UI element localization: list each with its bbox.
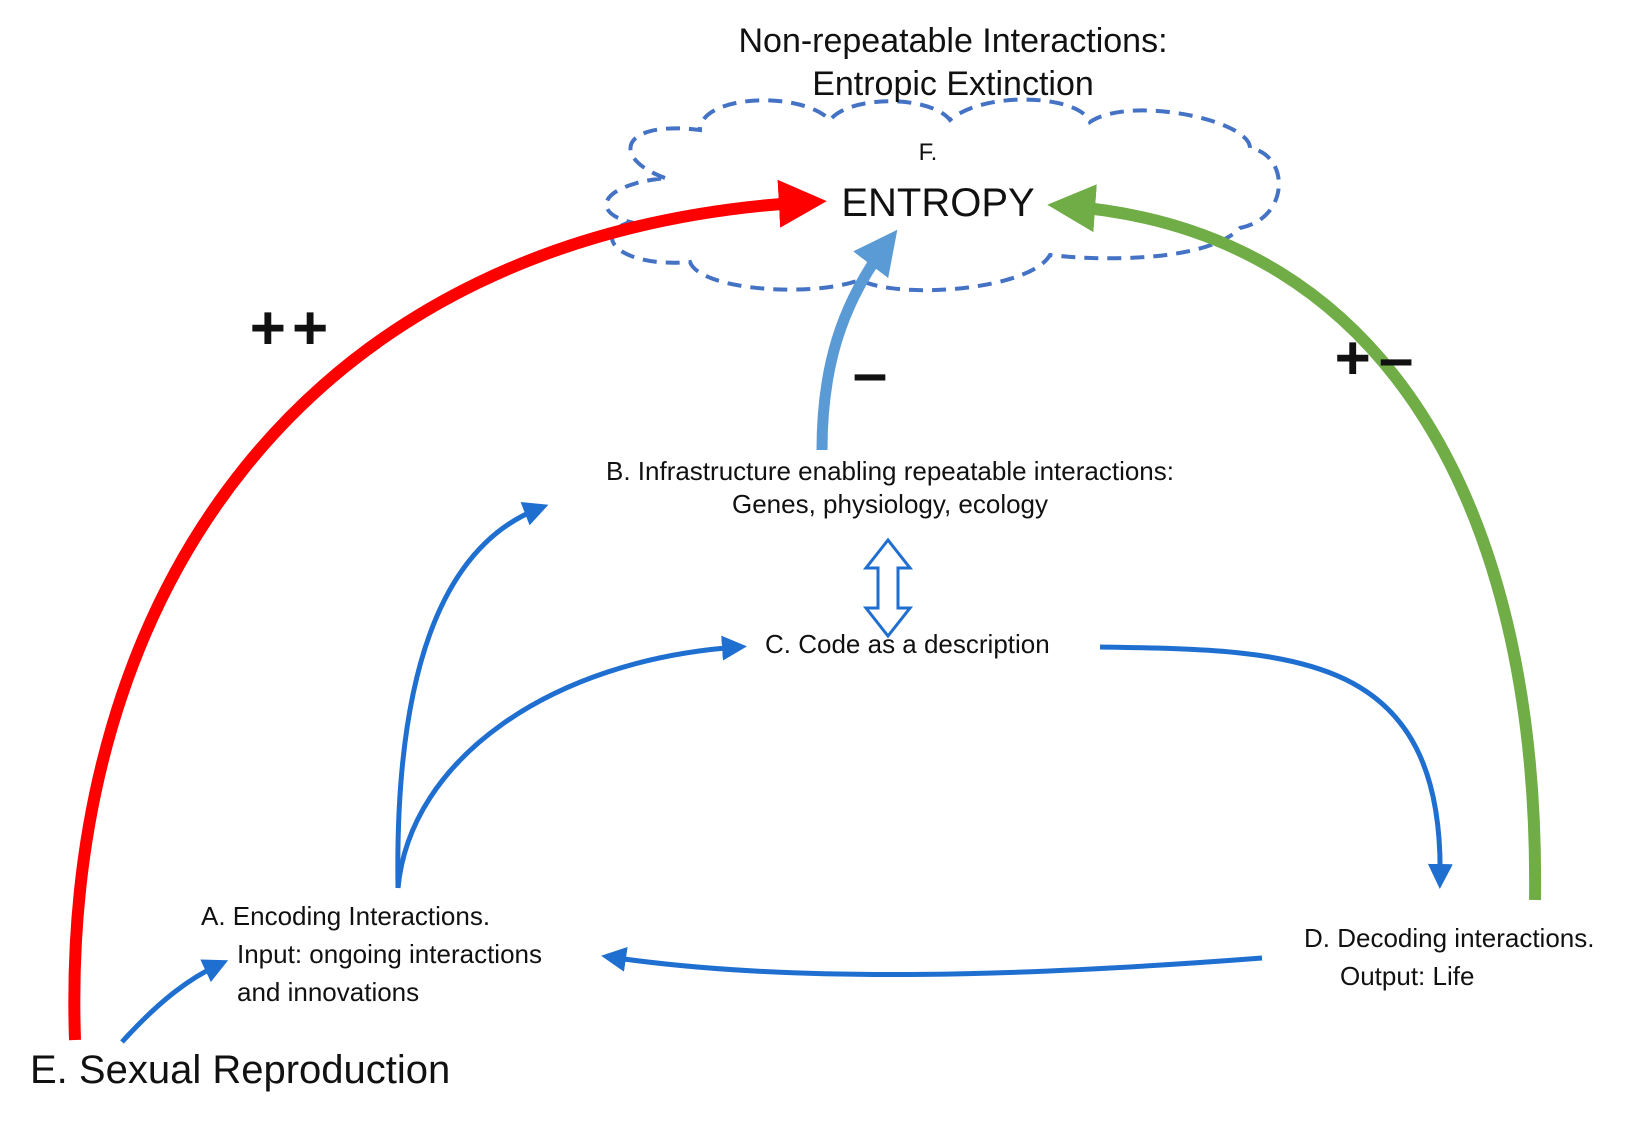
entropy-label: ENTROPY [841, 181, 1035, 225]
diagram-title: Non-repeatable Interactions: Entropic Ex… [738, 20, 1167, 105]
arrow-d-to-a [601, 946, 1263, 978]
node-d-line-2: Output: Life [1340, 961, 1475, 991]
green-arrow-d-to-entropy [1047, 184, 1542, 901]
lightblue-arrow-b-to-entropy [816, 229, 898, 451]
node-b-line-1: B. Infrastructure enabling repeatable in… [605, 456, 1175, 486]
node-b-line-2: Genes, physiology, ecology [731, 488, 1049, 519]
node-c: C. Code as a description [765, 629, 1050, 659]
title-line-2: Entropic Extinction [812, 64, 1094, 103]
node-d-line-1: D. Decoding interactions. [1304, 923, 1595, 953]
blue-sign: – [852, 339, 888, 408]
double-arrow-b-c [862, 537, 914, 639]
green-sign: +– [1334, 324, 1422, 393]
node-e: E. Sexual Reproduction [30, 1048, 451, 1092]
red-arrow-e-to-entropy [68, 179, 827, 1041]
arrow-c-to-d [1099, 644, 1453, 889]
node-a-line-3: and innovations [237, 977, 420, 1007]
node-b: B. Infrastructure enabling repeatable in… [606, 455, 1174, 520]
red-sign: ++ [249, 294, 335, 363]
entropy-cloud [604, 97, 1281, 293]
arrow-a-to-c [395, 635, 747, 889]
entropy-letter: F. [918, 139, 938, 166]
title-line-1: Non-repeatable Interactions: [738, 22, 1168, 60]
node-a-line-1: A. Encoding Interactions. [201, 901, 491, 931]
node-a-line-2: Input: ongoing interactions [237, 939, 542, 969]
arrow-a-to-b [395, 502, 549, 889]
arrow-e-to-a [120, 959, 229, 1044]
